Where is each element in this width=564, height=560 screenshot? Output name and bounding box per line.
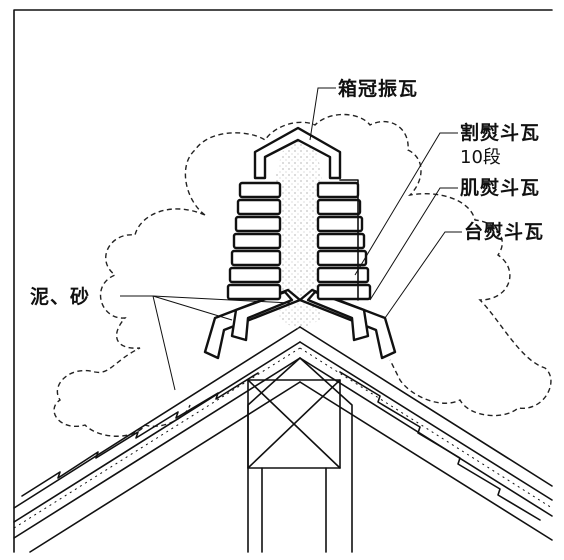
crown-tile — [253, 126, 342, 180]
label-hadanoshi: 肌熨斗瓦 — [460, 177, 540, 199]
crown-side-line — [339, 179, 359, 301]
noshi-stack-right — [316, 181, 372, 301]
label-warinoshi: 割熨斗瓦 — [460, 121, 540, 144]
roof-right-slope — [299, 326, 553, 541]
noshi-stack-left — [226, 181, 282, 301]
label-doro: 泥、砂 — [30, 286, 90, 308]
base-noshi-tiles — [203, 288, 397, 360]
mortar-core — [276, 138, 322, 330]
roof-left-slope — [13, 326, 301, 553]
label-hakokanmuri: 箱冠振瓦 — [338, 77, 418, 100]
cloud-outline — [53, 113, 552, 437]
ridge-post — [247, 357, 353, 553]
label-dainoshi: 台熨斗瓦 — [464, 220, 544, 243]
label-dan: 10段 — [460, 147, 501, 168]
leader-lines — [120, 87, 462, 391]
frame-border — [13, 9, 553, 553]
